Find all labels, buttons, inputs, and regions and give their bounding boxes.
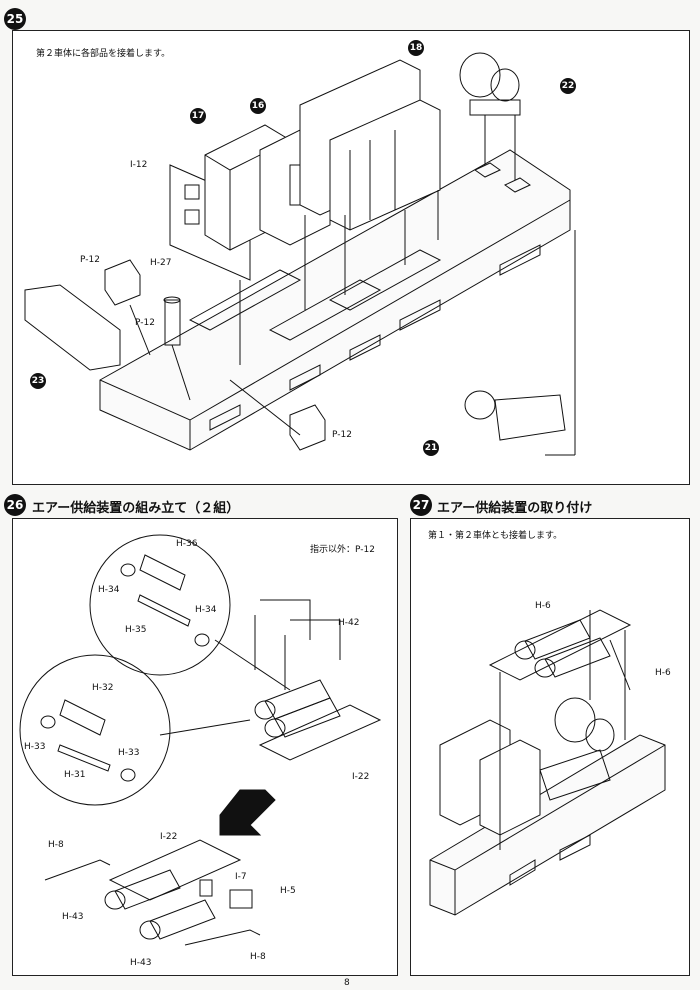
label-p12-b: P-12 (135, 318, 155, 328)
page-number: 8 (344, 978, 350, 988)
callout-18: 18 (408, 40, 424, 56)
label-h34-b: H-34 (195, 605, 217, 615)
callout-21: 21 (423, 440, 439, 456)
label-h36: H-36 (176, 539, 198, 549)
label-h35: H-35 (125, 625, 147, 635)
label-h6-a: H-6 (535, 601, 551, 611)
step-27-title: エアー供給装置の取り付け (437, 501, 593, 516)
label-h43-b: H-43 (130, 958, 152, 968)
label-h6-b: H-6 (655, 668, 671, 678)
label-h27: H-27 (150, 258, 172, 268)
label-h42: H-42 (338, 618, 360, 628)
label-i22-b: I-22 (160, 832, 178, 842)
label-i12: I-12 (130, 160, 148, 170)
label-h8-a: H-8 (48, 840, 64, 850)
step-27-note: 第１・第２車体とも接着します。 (428, 531, 563, 541)
label-p12-a: P-12 (80, 255, 100, 265)
callout-22: 22 (560, 78, 576, 94)
step-27-badge: 27 (410, 494, 432, 516)
label-i7: I-7 (235, 872, 247, 882)
label-h34-a: H-34 (98, 585, 120, 595)
callout-16: 16 (250, 98, 266, 114)
label-i22-a: I-22 (352, 772, 370, 782)
callout-23: 23 (30, 373, 46, 389)
step-26-title: エアー供給装置の組み立て（２組） (32, 501, 240, 516)
label-h8-b: H-8 (250, 952, 266, 962)
step-26-note: 指示以外：P-12 (310, 545, 375, 555)
label-h33-b: H-33 (118, 748, 140, 758)
step-26-badge: 26 (4, 494, 26, 516)
step-25-badge: 25 (4, 8, 26, 30)
label-h33-a: H-33 (24, 742, 46, 752)
label-p12-c: P-12 (332, 430, 352, 440)
label-h5: H-5 (280, 886, 296, 896)
label-h43-a: H-43 (62, 912, 84, 922)
callout-17: 17 (190, 108, 206, 124)
label-h32: H-32 (92, 683, 114, 693)
label-h31: H-31 (64, 770, 86, 780)
step-25-note: 第２車体に各部品を接着します。 (36, 49, 171, 59)
